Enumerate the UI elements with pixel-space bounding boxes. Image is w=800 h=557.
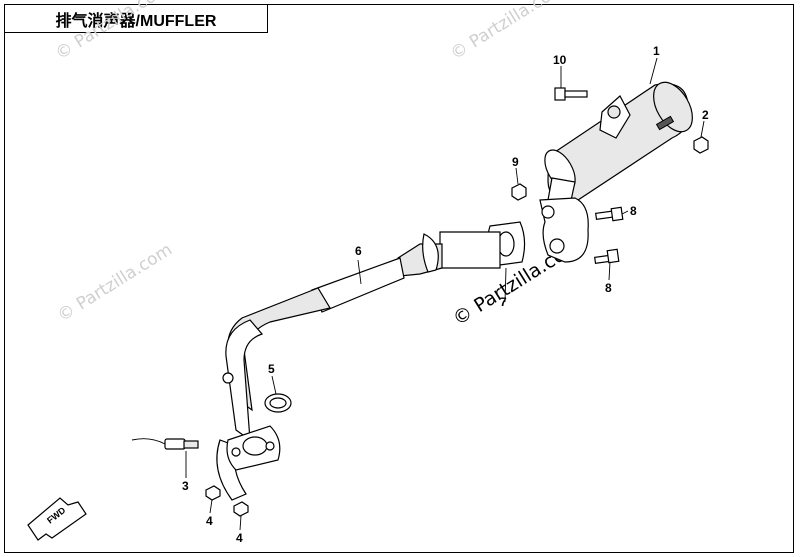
nut-4-lower[interactable]: [233, 501, 249, 517]
nut-4-upper[interactable]: [205, 485, 221, 501]
leader-5: [271, 375, 277, 395]
leader-4a: [209, 499, 213, 514]
muffler-inlet-joint[interactable]: [539, 197, 589, 263]
leader-2: [700, 120, 705, 138]
leader-4b: [239, 515, 242, 531]
callout-9: 9: [512, 155, 519, 169]
watermark-2: © Partzilla.com: [447, 0, 569, 64]
gasket-ring[interactable]: [264, 393, 292, 413]
callout-3: 3: [182, 479, 189, 493]
callout-7: 7: [500, 295, 507, 309]
diagram-title: 排气消声器/MUFFLER: [4, 4, 268, 33]
bolt-10[interactable]: [554, 87, 588, 101]
forward-arrow-icon: FWD: [27, 497, 87, 541]
nut-9[interactable]: [511, 183, 527, 201]
muffler-body[interactable]: [539, 76, 701, 206]
nut-2[interactable]: [693, 136, 709, 154]
callout-8b: 8: [605, 281, 612, 295]
bolt-8-upper[interactable]: [595, 206, 624, 222]
leader-9: [515, 167, 519, 185]
callout-4a: 4: [206, 514, 213, 528]
diagram-title-text: 排气消声器/MUFFLER: [55, 12, 217, 30]
callout-8a: 8: [630, 204, 637, 218]
bolt-8-lower[interactable]: [594, 248, 620, 265]
watermark-3: © Partzilla.com: [54, 240, 176, 326]
leader-7: [504, 267, 507, 303]
callout-1: 1: [653, 44, 660, 58]
leader-1: [649, 57, 658, 85]
callout-4b: 4: [236, 531, 243, 545]
diagram-frame: [4, 4, 794, 553]
leader-6: [357, 259, 362, 285]
lower-flange[interactable]: [226, 425, 281, 471]
callout-2: 2: [702, 108, 709, 122]
oxygen-sensor[interactable]: [131, 438, 199, 450]
leader-8b: [608, 261, 611, 281]
leader-8a: [621, 210, 629, 215]
callout-10: 10: [553, 53, 567, 67]
watermark-1: © Partzilla.com: [52, 0, 174, 64]
callout-5: 5: [268, 362, 275, 376]
callout-6: 6: [355, 244, 362, 258]
